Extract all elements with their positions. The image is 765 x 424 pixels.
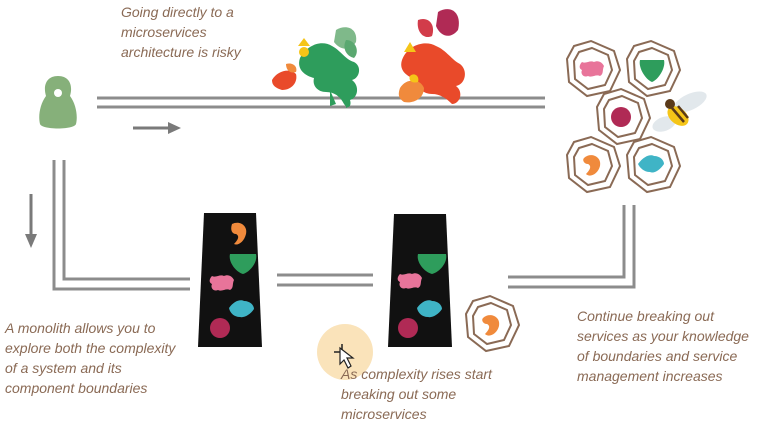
microservices-cluster (565, 39, 682, 194)
hexagon-extracted-orange (464, 294, 521, 353)
middle-path-lines (277, 273, 373, 287)
hexagon-pink (565, 39, 622, 98)
dragon-icon (272, 27, 360, 108)
dragon-icon (398, 9, 465, 104)
caption-complexity: As complexity rises start breaking out s… (341, 366, 492, 422)
monolith-block-partial (388, 214, 452, 347)
arrow-down-icon (25, 194, 37, 248)
final-path-lines (508, 205, 636, 289)
person-icon (39, 76, 77, 129)
arrow-right-icon (133, 122, 181, 134)
monolith-block (198, 213, 262, 347)
hexagon-green (625, 39, 682, 98)
cursor-icon (334, 344, 355, 369)
monolith-path-lines (52, 160, 190, 291)
hexagon-orange (565, 135, 622, 194)
caption-direct-risk: Going directly to a microservices archit… (121, 4, 241, 60)
caption-continue: Continue breaking out services as your k… (577, 308, 749, 384)
bee-icon (652, 91, 707, 132)
hexagon-teal (625, 135, 682, 194)
hexagon-crimson (595, 87, 652, 146)
direct-path-lines (97, 96, 545, 109)
caption-monolith: A monolith allows you to explore both th… (5, 320, 176, 396)
